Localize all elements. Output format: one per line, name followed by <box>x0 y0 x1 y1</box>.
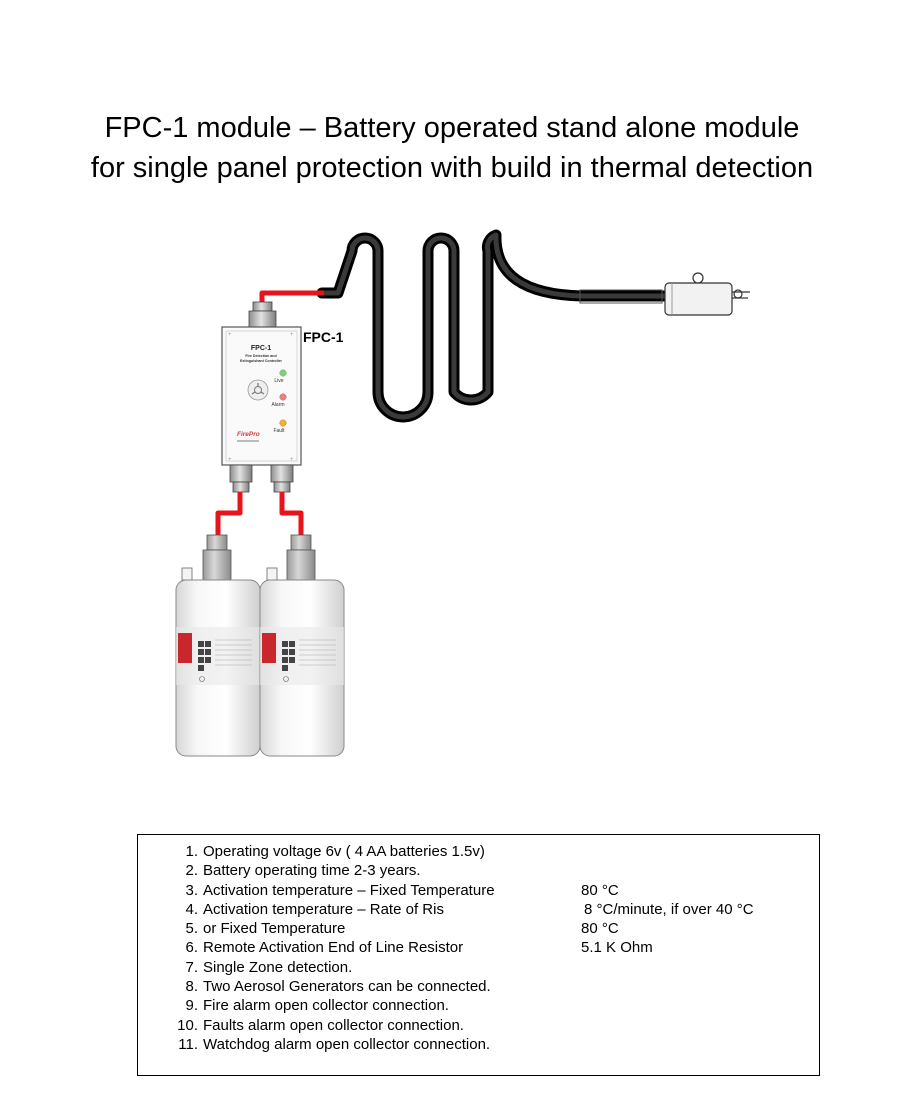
spec-number: 5. <box>185 920 198 938</box>
red-wire-generator-2 <box>279 492 304 535</box>
spec-item: 10. Faults alarm open collector connecti… <box>174 1016 814 1035</box>
spec-item: 9. Fire alarm open collector connection. <box>174 996 814 1015</box>
red-wire-detection <box>259 290 324 303</box>
spec-text: Two Aerosol Generators can be connected. <box>203 978 491 996</box>
alarm-led-icon <box>279 393 287 401</box>
fault-led-icon <box>279 419 287 427</box>
end-of-line-unit <box>664 272 750 316</box>
spec-item: 1. Operating voltage 6v ( 4 AA batteries… <box>174 842 814 861</box>
svg-text:+: + <box>228 332 232 338</box>
live-led-icon <box>279 369 287 377</box>
spec-number: 6. <box>185 939 198 957</box>
spec-item: 4. Activation temperature – Rate of Ris … <box>174 900 814 919</box>
spec-text: Operating voltage 6v ( 4 AA batteries 1.… <box>203 843 485 860</box>
spec-text: Single Zone detection. <box>203 958 353 976</box>
module-brand-label: FirePro <box>237 431 260 438</box>
svg-text:+: + <box>290 457 294 463</box>
spec-value: 80 °C <box>581 920 619 938</box>
page-title: FPC-1 module – Battery operated stand al… <box>0 108 904 188</box>
module-logo-icon <box>247 379 269 401</box>
spec-value: 80 °C <box>581 881 619 899</box>
spec-item: 3. Activation temperature – Fixed Temper… <box>174 881 814 900</box>
top-cable-gland <box>248 301 277 328</box>
spec-item: 11. Watchdog alarm open collector connec… <box>174 1035 814 1054</box>
spec-value: 5.1 K Ohm <box>581 939 653 957</box>
spec-text: Battery operating time 2-3 years. <box>203 862 421 880</box>
svg-text:+: + <box>290 332 294 338</box>
spec-text: Remote Activation End of Line Resistor <box>203 939 464 957</box>
spec-number: 2. <box>185 862 198 880</box>
system-diagram: FPC-1 FPC-1 Fire Detection and Extinguis… <box>175 229 750 757</box>
specifications-box <box>137 834 820 1076</box>
spec-text: Watchdog alarm open collector connection… <box>203 1035 491 1053</box>
spec-item: 8. Two Aerosol Generators can be connect… <box>174 977 814 996</box>
module-face-subtitle-2: Extinguishant Controller <box>240 359 283 363</box>
spec-text: or Fixed Temperature <box>203 920 346 938</box>
spec-number: 7. <box>185 958 198 976</box>
spec-item: 5. or Fixed Temperature 80 °C <box>174 919 814 938</box>
thermal-detection-cable <box>316 229 671 423</box>
spec-text: Activation temperature – Fixed Temperatu… <box>203 881 495 899</box>
spec-number: 3. <box>185 881 198 899</box>
spec-number: 4. <box>185 900 198 918</box>
bottom-cable-glands <box>229 464 294 493</box>
module-face-name: FPC-1 <box>251 345 271 352</box>
red-wire-generator-1 <box>215 492 243 535</box>
spec-item: 6. Remote Activation End of Line Resisto… <box>174 938 814 957</box>
led-live-label: Live <box>274 378 283 384</box>
spec-value: 8 °C/minute, if over 40 °C <box>584 900 754 918</box>
spec-number: 1. <box>185 843 198 860</box>
generator-1-label-icon <box>178 633 192 663</box>
spec-text: Faults alarm open collector connection. <box>203 1016 464 1034</box>
spec-number: 10. <box>177 1016 198 1034</box>
led-fault-label: Fault <box>273 428 285 434</box>
title-line-1: FPC-1 module – Battery operated stand al… <box>104 112 800 144</box>
spec-text: Activation temperature – Rate of Ris <box>203 900 444 918</box>
spec-number: 8. <box>185 978 198 996</box>
led-alarm-label: Alarm <box>271 402 284 408</box>
title-line-2: for single panel protection with build i… <box>90 152 814 184</box>
aerosol-generator-2 <box>259 534 345 757</box>
spec-item: 2. Battery operating time 2-3 years. <box>174 861 814 880</box>
fpc1-module: FPC-1 Fire Detection and Extinguishant C… <box>221 326 302 466</box>
aerosol-generator-1 <box>175 534 261 757</box>
spec-item: 7. Single Zone detection. <box>174 958 814 977</box>
module-face-subtitle-1: Fire Detection and <box>245 354 276 358</box>
spec-number: 9. <box>185 997 198 1015</box>
spec-number: 11. <box>178 1035 198 1053</box>
spec-text: Fire alarm open collector connection. <box>203 997 449 1015</box>
specifications-list: 1. Operating voltage 6v ( 4 AA batteries… <box>174 842 814 1054</box>
svg-text:+: + <box>228 457 232 463</box>
module-callout-label: FPC-1 <box>303 329 344 345</box>
generator-2-label-icon <box>262 633 276 663</box>
